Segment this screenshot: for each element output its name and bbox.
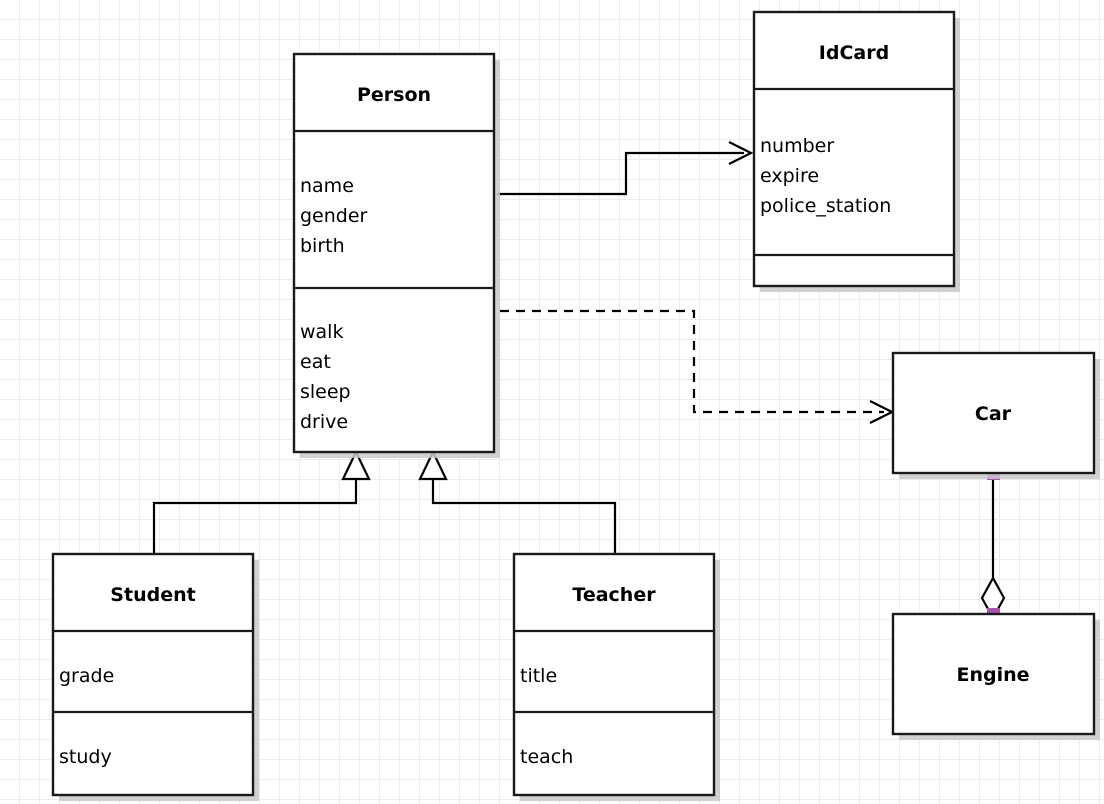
operation-student-0: study	[59, 746, 112, 768]
operation-teacher-0: teach	[520, 746, 573, 768]
class-name-student: Student	[110, 584, 195, 606]
class-box-car[interactable]: Car	[891, 351, 1100, 479]
operation-person-0: walk	[300, 321, 343, 343]
class-box-student[interactable]: Student grade study	[51, 552, 259, 801]
class-box-teacher[interactable]: Teacher title teach	[512, 552, 720, 801]
class-box-person[interactable]: Person name gender birth walk eat sleep …	[292, 52, 500, 458]
relationship-student-person[interactable]	[152, 449, 371, 554]
class-box-engine[interactable]: Engine	[891, 612, 1100, 740]
attribute-idcard-1: expire	[760, 165, 819, 187]
class-box-idcard[interactable]: IdCard number expire police_station	[752, 10, 960, 292]
attribute-idcard-0: number	[760, 135, 834, 157]
class-name-teacher: Teacher	[572, 584, 656, 606]
class-name-idcard: IdCard	[819, 42, 889, 64]
operation-person-3: drive	[300, 411, 348, 433]
class-name-person: Person	[357, 84, 431, 106]
relationship-teacher-person[interactable]	[418, 449, 617, 554]
operation-person-1: eat	[300, 351, 331, 373]
operation-person-2: sleep	[300, 381, 351, 403]
class-name-engine: Engine	[956, 664, 1029, 686]
relationship-person-car[interactable]	[500, 309, 895, 424]
attribute-idcard-2: police_station	[760, 195, 891, 217]
attribute-student-0: grade	[59, 665, 114, 687]
attribute-person-1: gender	[300, 205, 368, 227]
relationship-car-engine[interactable]	[980, 467, 1006, 621]
attribute-teacher-0: title	[520, 665, 557, 687]
attribute-person-2: birth	[300, 235, 345, 257]
relationship-person-idcard[interactable]	[497, 141, 754, 196]
attribute-person-0: name	[300, 175, 354, 197]
class-name-car: Car	[975, 403, 1012, 425]
